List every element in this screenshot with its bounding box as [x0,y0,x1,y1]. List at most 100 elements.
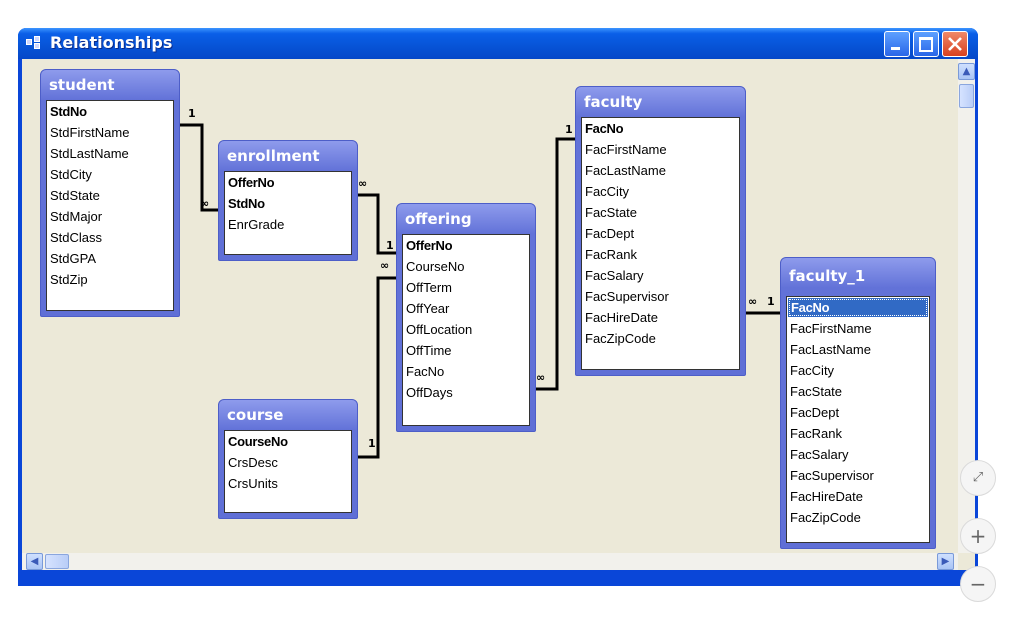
field-item[interactable]: FacLastName [585,163,666,178]
field-item[interactable]: StdFirstName [50,125,130,140]
field-item[interactable]: FacHireDate [585,310,658,325]
field-item[interactable]: OffLocation [406,322,473,337]
field-item[interactable]: StdZip [50,272,88,287]
zoom-in-button[interactable]: + [960,518,996,554]
field-item[interactable]: CrsDesc [228,455,278,470]
field-item[interactable]: OffTime [406,343,452,358]
field-item[interactable]: FacSupervisor [585,289,669,304]
fit-view-icon: ⤢ [972,470,984,485]
plus-icon: + [969,524,987,548]
field-item[interactable]: CourseNo [228,434,288,449]
relationships-canvas[interactable]: 1 ∞ ∞ 1 ∞ 1 1 ∞ ∞ 1 student StdNo StdFir… [22,59,958,553]
horizontal-scroll-thumb[interactable] [45,554,69,569]
field-item[interactable]: FacHireDate [790,489,863,504]
field-item[interactable]: StdLastName [50,146,129,161]
field-item[interactable]: FacCity [790,363,835,378]
table-title: enrollment [227,147,320,165]
relationships-app-icon[interactable] [26,36,42,50]
rel-faculty1-many: ∞ [748,295,758,308]
field-list: CourseNo CrsDesc CrsUnits [224,430,352,513]
rel-course-one: 1 [368,437,376,450]
relationship-lines [177,123,784,459]
field-item[interactable]: FacDept [790,405,840,420]
chevron-right-icon: ▶ [941,556,950,567]
fit-view-button[interactable]: ⤢ [960,460,996,496]
field-item[interactable]: FacNo [585,121,624,136]
field-item[interactable]: FacFirstName [585,142,667,157]
field-item[interactable]: CrsUnits [228,476,278,491]
field-item[interactable]: FacState [790,384,843,399]
scroll-up-button[interactable]: ▲ [958,63,975,80]
field-item-selected[interactable]: FacNo [788,298,928,317]
field-item[interactable]: OffYear [406,301,450,316]
maximize-icon [919,37,933,52]
table-title: student [49,76,115,94]
table-offering[interactable]: offering OfferNo CourseNo OffTerm OffYea… [396,203,536,432]
rel-student-one: 1 [188,107,196,120]
table-title: faculty_1 [789,267,866,285]
field-item[interactable]: FacZipCode [585,331,656,346]
field-list: FacNo FacFirstName FacLastName FacCity F… [581,117,740,370]
title-bar[interactable]: Relationships [18,28,978,59]
zoom-out-button[interactable]: − [960,566,996,602]
line-faculty-offering [533,137,578,391]
vertical-scrollbar[interactable]: ▲ [958,59,975,553]
table-student[interactable]: student StdNo StdFirstName StdLastName S… [40,69,180,317]
rel-enrollment-many: ∞ [200,197,210,210]
rel-enrollment-many-2: ∞ [358,177,368,190]
field-item[interactable]: FacDept [585,226,635,241]
maximize-button[interactable] [913,31,939,57]
field-item[interactable]: FacLastName [790,342,871,357]
field-item[interactable]: FacSalary [790,447,849,462]
field-item[interactable]: OffTerm [406,280,452,295]
field-item[interactable]: OffDays [406,385,453,400]
field-item[interactable]: OfferNo [228,175,275,190]
close-button[interactable] [942,31,968,57]
rel-faculty1-one: 1 [767,295,775,308]
window-title: Relationships [50,33,173,52]
table-title: course [227,406,284,424]
line-enrollment-offering [355,193,399,255]
field-item[interactable]: StdGPA [50,251,97,266]
field-item[interactable]: OfferNo [406,238,453,253]
field-item[interactable]: StdState [50,188,100,203]
line-course-offering [355,276,399,459]
table-faculty[interactable]: faculty FacNo FacFirstName FacLastName F… [575,86,746,376]
field-item[interactable]: FacRank [790,426,843,441]
field-item[interactable]: StdNo [228,196,265,211]
chevron-left-icon: ◀ [30,556,39,567]
field-item[interactable]: FacSupervisor [790,468,874,483]
field-list: FacNo FacFirstName FacLastName FacCity F… [786,296,930,543]
field-item[interactable]: StdNo [50,104,87,119]
field-item[interactable]: FacFirstName [790,321,872,336]
rel-offering-many-2: ∞ [536,371,546,384]
minimize-icon [891,47,900,50]
scrollbar-corner [958,553,975,570]
field-item[interactable]: FacNo [406,364,445,379]
minimize-button[interactable] [884,31,910,57]
field-item[interactable]: FacRank [585,247,638,262]
table-title: offering [405,210,472,228]
field-item[interactable]: FacZipCode [790,510,861,525]
rel-offering-many: ∞ [380,259,390,272]
field-item[interactable]: StdMajor [50,209,103,224]
horizontal-scrollbar[interactable]: ◀ ▶ [22,553,958,570]
field-item[interactable]: CourseNo [406,259,465,274]
field-item[interactable]: EnrGrade [228,217,285,232]
field-item[interactable]: FacCity [585,184,630,199]
scroll-right-button[interactable]: ▶ [937,553,954,570]
table-enrollment[interactable]: enrollment OfferNo StdNo EnrGrade [218,140,358,261]
vertical-scroll-thumb[interactable] [959,84,974,108]
rel-offering-one: 1 [386,239,394,252]
field-item[interactable]: StdCity [50,167,92,182]
field-list: OfferNo StdNo EnrGrade [224,171,352,255]
field-item[interactable]: FacSalary [585,268,644,283]
field-item[interactable]: StdClass [50,230,103,245]
table-faculty-1[interactable]: faculty_1 FacNo FacFirstName FacLastName… [780,257,936,549]
scroll-left-button[interactable]: ◀ [26,553,43,570]
field-item[interactable]: FacState [585,205,638,220]
table-course[interactable]: course CourseNo CrsDesc CrsUnits [218,399,358,519]
close-icon [948,37,962,51]
rel-faculty-one: 1 [565,123,573,136]
minus-icon: − [969,572,987,596]
